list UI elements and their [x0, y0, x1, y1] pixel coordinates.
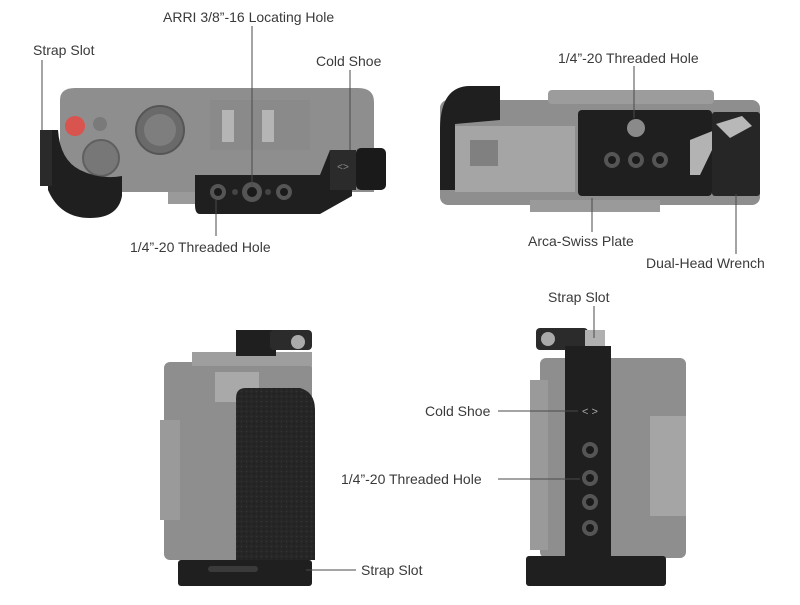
cage-grip-bottom: [440, 86, 500, 190]
right-side-view: < >: [498, 306, 686, 586]
cold-shoe-top: [330, 150, 356, 190]
label-dual-head-wrench: Dual-Head Wrench: [646, 255, 765, 271]
command-dial-icon: [82, 139, 120, 177]
arca-plate: [578, 110, 712, 196]
label-arca-swiss-plate: Arca-Swiss Plate: [528, 233, 634, 249]
svg-text:<>: <>: [337, 162, 349, 173]
label-cold-shoe-side: Cold Shoe: [425, 403, 491, 419]
top-view: <>: [40, 26, 386, 236]
shutter-button-icon: [65, 116, 85, 136]
cage-grip-top: [48, 130, 122, 218]
bottom-view: [440, 66, 760, 254]
leather-grip: [236, 388, 315, 560]
left-side-view: [160, 330, 356, 586]
cage-rail-top: [195, 150, 352, 214]
label-strap-slot-left: Strap Slot: [361, 562, 423, 578]
label-strap-slot-right: Strap Slot: [548, 289, 610, 305]
label-threaded-hole-side: 1/4”-20 Threaded Hole: [341, 471, 482, 487]
label-cold-shoe-top: Cold Shoe: [316, 53, 382, 69]
label-threaded-hole-bottom: 1/4”-20 Threaded Hole: [558, 50, 699, 66]
side-rail-right: [565, 346, 611, 586]
label-strap-slot-top: Strap Slot: [33, 42, 95, 58]
base-plate-left: [178, 560, 312, 586]
label-threaded-hole-top: 1/4”-20 Threaded Hole: [130, 239, 271, 255]
base-plate-right: [526, 556, 666, 586]
svg-text:< >: < >: [582, 406, 598, 418]
label-arri-locating-hole: ARRI 3/8”-16 Locating Hole: [163, 9, 335, 25]
